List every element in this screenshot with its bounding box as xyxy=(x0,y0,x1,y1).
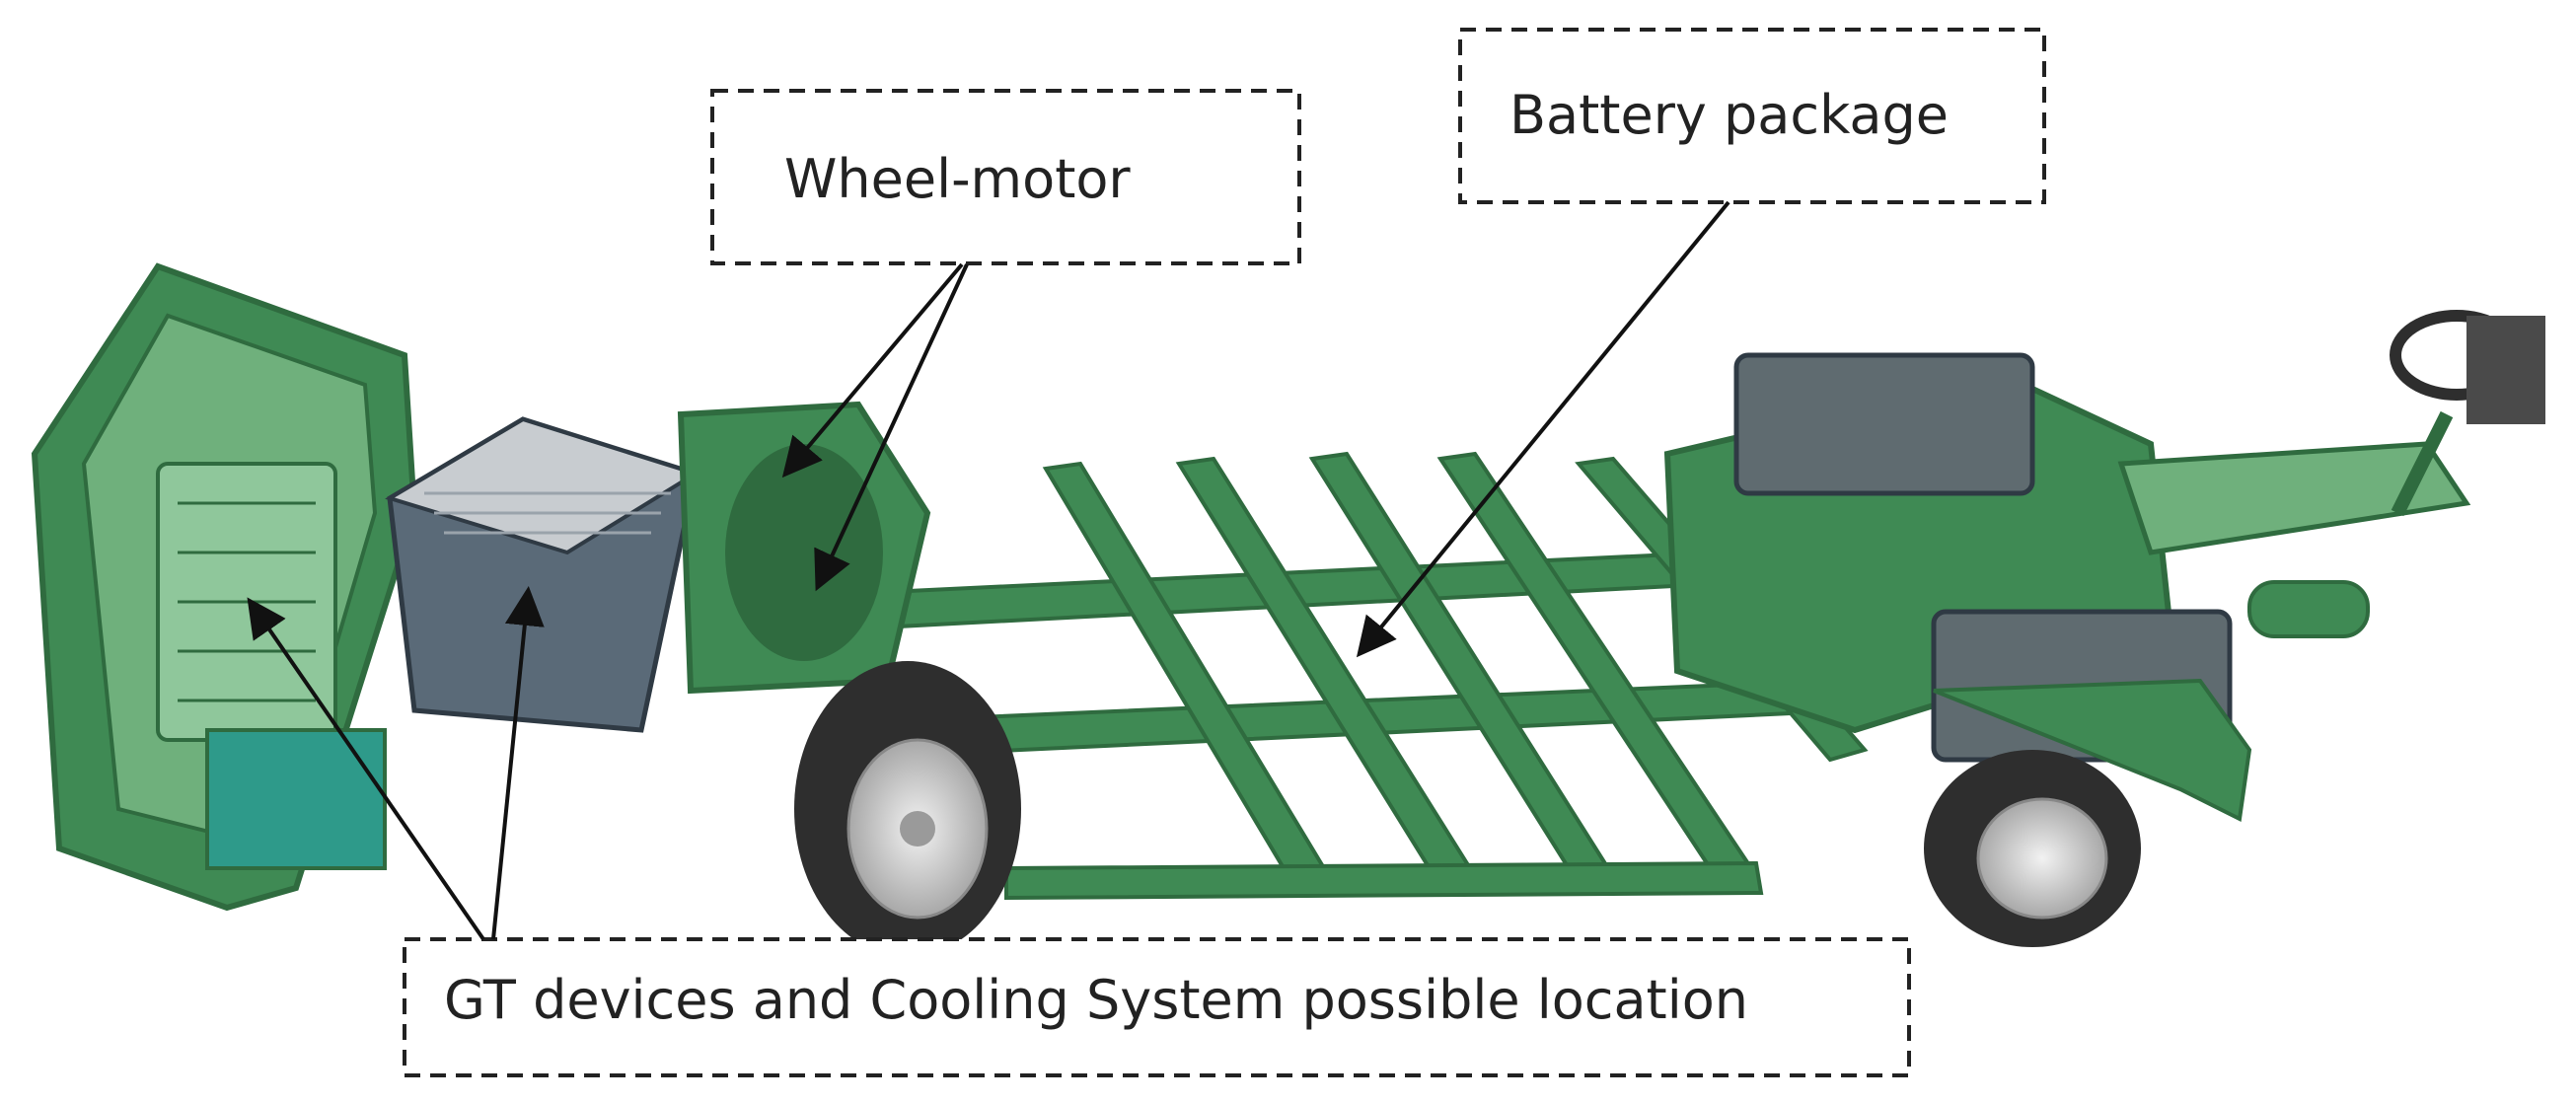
arrow-gt-devices-2 xyxy=(491,586,545,940)
cooling-unit xyxy=(205,728,387,870)
engine-detail xyxy=(178,501,316,702)
arrow-gt-devices-1 xyxy=(247,597,485,941)
cross-member-3 xyxy=(1308,451,1612,879)
callout-arrows xyxy=(247,200,1730,941)
wheel-motor-hub xyxy=(725,444,883,661)
rear-extension xyxy=(2117,441,2471,555)
rear-fender xyxy=(1933,678,2252,823)
front-box xyxy=(385,416,700,733)
wheel-motor-housing xyxy=(677,401,931,695)
arrow-wheel-motor-2 xyxy=(814,263,969,592)
front-wheel xyxy=(794,661,1021,957)
callout-battery-package: Battery package xyxy=(1458,28,2046,204)
gt-devices-label: GT devices and Cooling System possible l… xyxy=(444,969,1748,1031)
gt-devices-label-box xyxy=(403,937,1911,1077)
rear-battery-upper xyxy=(1733,352,2035,496)
battery-package-label-box xyxy=(1458,28,2046,204)
steering-unit xyxy=(2466,316,2545,424)
cross-member-1 xyxy=(1042,461,1331,886)
callout-gt-devices: GT devices and Cooling System possible l… xyxy=(403,937,1911,1077)
cross-member-2 xyxy=(1175,456,1474,881)
rear-cylinder xyxy=(2247,580,2370,638)
frame-rail-bottom xyxy=(1004,860,1764,901)
steering-assembly xyxy=(2390,310,2545,517)
arrow-battery-package xyxy=(1356,200,1730,658)
rear-wheel xyxy=(1924,678,2252,947)
chassis-illustration xyxy=(31,262,2545,957)
battery-package-label: Battery package xyxy=(1509,84,1949,146)
wheel-motor-label-box xyxy=(710,89,1301,265)
rear-rim xyxy=(1976,797,2108,920)
rear-module xyxy=(1663,352,2471,763)
callout-wheel-motor: Wheel-motor xyxy=(710,89,1301,265)
wheel-motor-label: Wheel-motor xyxy=(784,148,1131,210)
front-module xyxy=(31,262,418,912)
arrow-wheel-motor-1 xyxy=(781,262,964,479)
